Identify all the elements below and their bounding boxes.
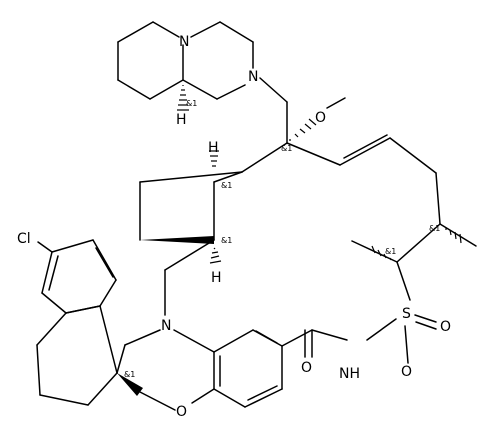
- atom-h-bicycle: H: [176, 112, 187, 128]
- stereo-label-methyl-lower: &1: [385, 247, 396, 256]
- methoxy-center-bonds: [241, 97, 346, 173]
- atom-cl: Cl: [17, 231, 31, 247]
- stereo-label-methyl-upper: &1: [429, 224, 440, 233]
- macrocycle-bonds: [311, 134, 477, 364]
- atom-h-cyclobutane-top: H: [208, 140, 219, 156]
- atom-n-ring: N: [161, 318, 171, 334]
- atom-h-cyclobutane-bottom: H: [211, 270, 222, 286]
- spiro-wedge-bond: [117, 373, 143, 396]
- stereo-label-cyclobutane-top: &1: [221, 181, 232, 190]
- atom-o-methoxy: O: [315, 110, 326, 126]
- bicyclic-hash-bond: [177, 85, 189, 111]
- atom-s-sulfonyl: S: [402, 306, 411, 322]
- heteroring-bonds: [116, 269, 215, 411]
- atom-nh-amide: NH: [339, 366, 360, 382]
- atom-n-bicycle-2: N: [248, 69, 258, 85]
- bicyclic-amine-bonds: [117, 21, 288, 103]
- stereo-labels: &1 &1 &1 &1 &1 &1 &1: [124, 99, 440, 379]
- atom-n-bicycle-1: N: [179, 34, 189, 50]
- cyclobutane-hash-bottom: [209, 247, 222, 264]
- atom-o-sulfonyl-1: O: [440, 319, 451, 335]
- atom-labels: N N H O H H Cl N O O NH S O O: [17, 34, 451, 420]
- stereo-label-methoxy-center: &1: [281, 144, 292, 153]
- atom-o-carbonyl: O: [301, 360, 312, 376]
- macrocycle-hash-bonds: [371, 228, 462, 261]
- tetralin-bonds: [36, 239, 118, 406]
- atom-o-ether: O: [176, 404, 187, 420]
- stereo-label-bicycle: &1: [186, 99, 197, 108]
- atom-o-sulfonyl-2: O: [401, 364, 412, 380]
- stereo-label-spiro: &1: [124, 370, 135, 379]
- methoxy-hash-bond: [289, 118, 317, 141]
- cyclobutane-bonds: [139, 171, 243, 271]
- cyclobutane-wedge-bond: [140, 236, 214, 244]
- stereo-label-cyclobutane-bottom: &1: [221, 236, 232, 245]
- amide-and-benzene-bonds: [213, 329, 313, 408]
- cyclobutane-hash-top: [209, 150, 219, 167]
